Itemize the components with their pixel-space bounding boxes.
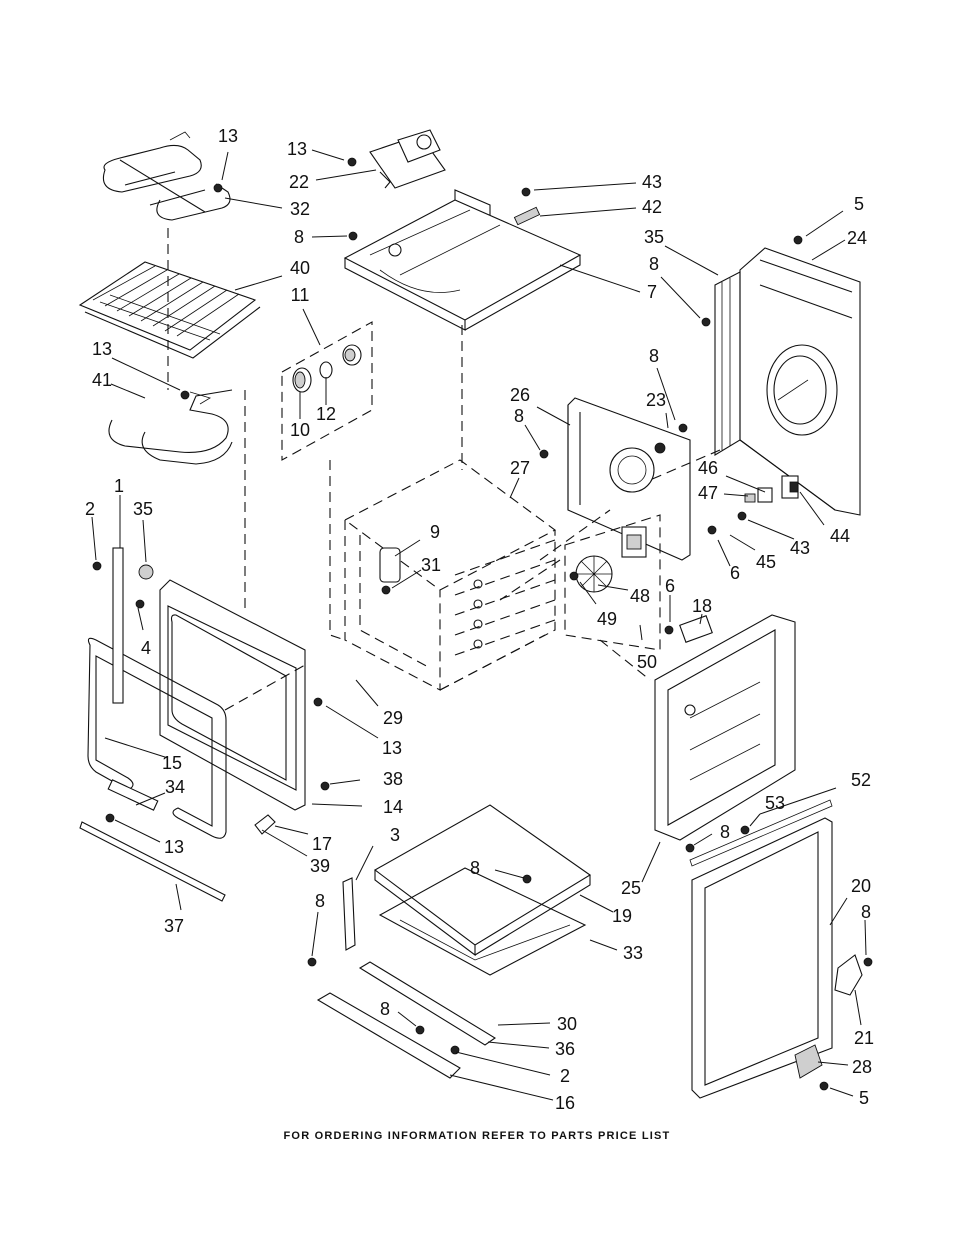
callout-label: 6 bbox=[730, 563, 740, 583]
callout-label: 24 bbox=[847, 228, 867, 248]
oven-cavity-part bbox=[345, 460, 555, 690]
callout-label: 9 bbox=[430, 522, 440, 542]
callout-label: 50 bbox=[637, 652, 657, 672]
callout-label: 20 bbox=[851, 876, 871, 896]
callout-label: 5 bbox=[859, 1088, 869, 1108]
callout-label: 48 bbox=[630, 586, 650, 606]
callout-label: 44 bbox=[830, 526, 850, 546]
hinge-plate-part bbox=[835, 955, 862, 995]
callout-label: 8 bbox=[380, 999, 390, 1019]
callout-label: 8 bbox=[294, 227, 304, 247]
callout-label: 22 bbox=[289, 172, 309, 192]
callout-label: 8 bbox=[720, 822, 730, 842]
side-trim-part bbox=[113, 548, 123, 703]
callout-label: 25 bbox=[621, 878, 641, 898]
switch-parts bbox=[745, 476, 798, 502]
callout-label: 49 bbox=[597, 609, 617, 629]
callout-label: 37 bbox=[164, 916, 184, 936]
callout-label: 38 bbox=[383, 769, 403, 789]
callout-label: 15 bbox=[162, 753, 182, 773]
callout-label: 42 bbox=[642, 197, 662, 217]
lock-bracket-part bbox=[370, 130, 445, 188]
rear-panel-part bbox=[740, 248, 860, 515]
assembly-guides bbox=[168, 228, 720, 710]
bracket-part bbox=[514, 207, 539, 224]
callout-label: 12 bbox=[316, 404, 336, 424]
callout-label: 8 bbox=[514, 406, 524, 426]
callout-label: 19 bbox=[612, 906, 632, 926]
callout-label: 14 bbox=[383, 797, 403, 817]
vent-trim-part bbox=[80, 822, 225, 901]
callout-label: 4 bbox=[141, 638, 151, 658]
callout-label: 13 bbox=[92, 339, 112, 359]
callout-label: 17 bbox=[312, 834, 332, 854]
callout-label: 6 bbox=[665, 576, 675, 596]
callout-label: 7 bbox=[647, 282, 657, 302]
callout-label: 35 bbox=[133, 499, 153, 519]
callout-label: 2 bbox=[560, 1066, 570, 1086]
callout-label: 5 bbox=[854, 194, 864, 214]
bottom-tray-part bbox=[375, 805, 590, 975]
callout-label: 43 bbox=[790, 538, 810, 558]
callout-label: 27 bbox=[510, 458, 530, 478]
callout-label: 8 bbox=[470, 858, 480, 878]
callout-label: 53 bbox=[765, 793, 785, 813]
callout-label: 13 bbox=[218, 126, 238, 146]
callout-label: 18 bbox=[692, 596, 712, 616]
grommet-part bbox=[139, 565, 153, 579]
callout-label: 39 bbox=[310, 856, 330, 876]
bracket-28-part bbox=[795, 1045, 822, 1078]
callout-label: 8 bbox=[315, 891, 325, 911]
callout-label: 32 bbox=[290, 199, 310, 219]
callout-label: 10 bbox=[290, 420, 310, 440]
insulation-part bbox=[715, 272, 740, 455]
door-gasket-part bbox=[88, 638, 226, 838]
callout-label: 46 bbox=[698, 458, 718, 478]
callout-label: 34 bbox=[165, 777, 185, 797]
callout-label: 41 bbox=[92, 370, 112, 390]
callout-label: 29 bbox=[383, 708, 403, 728]
callout-label: 21 bbox=[854, 1028, 874, 1048]
bracket-3-part bbox=[343, 878, 355, 950]
callout-label: 13 bbox=[287, 139, 307, 159]
callout-label: 3 bbox=[390, 825, 400, 845]
callout-label: 36 bbox=[555, 1039, 575, 1059]
footer-note: FOR ORDERING INFORMATION REFER TO PARTS … bbox=[0, 1130, 954, 1142]
callout-label: 16 bbox=[555, 1093, 575, 1113]
convection-fan-part bbox=[565, 515, 660, 650]
callout-label: 23 bbox=[646, 390, 666, 410]
broil-element-part bbox=[103, 132, 230, 220]
callout-label: 8 bbox=[861, 902, 871, 922]
callout-label: 26 bbox=[510, 385, 530, 405]
front-frame-part bbox=[160, 580, 305, 810]
callout-label: 30 bbox=[557, 1014, 577, 1034]
callout-label: 33 bbox=[623, 943, 643, 963]
callout-label: 52 bbox=[851, 770, 871, 790]
callout-label: 1 bbox=[114, 476, 124, 496]
small-bracket-part bbox=[680, 616, 712, 642]
callout-label: 13 bbox=[382, 738, 402, 758]
bake-element-part bbox=[109, 390, 232, 464]
hinge-part bbox=[255, 815, 275, 834]
top-panel-part bbox=[345, 190, 580, 330]
callout-label: 13 bbox=[164, 837, 184, 857]
callout-label: 28 bbox=[852, 1057, 872, 1077]
callout-label: 2 bbox=[85, 499, 95, 519]
callout-label: 8 bbox=[649, 346, 659, 366]
callout-label: 31 bbox=[421, 555, 441, 575]
callout-label: 45 bbox=[756, 552, 776, 572]
callout-label: 43 bbox=[642, 172, 662, 192]
callout-label: 11 bbox=[291, 285, 310, 305]
callout-label: 40 bbox=[290, 258, 310, 278]
callout-label: 35 bbox=[644, 227, 664, 247]
callout-label: 47 bbox=[698, 483, 718, 503]
callout-label: 8 bbox=[649, 254, 659, 274]
